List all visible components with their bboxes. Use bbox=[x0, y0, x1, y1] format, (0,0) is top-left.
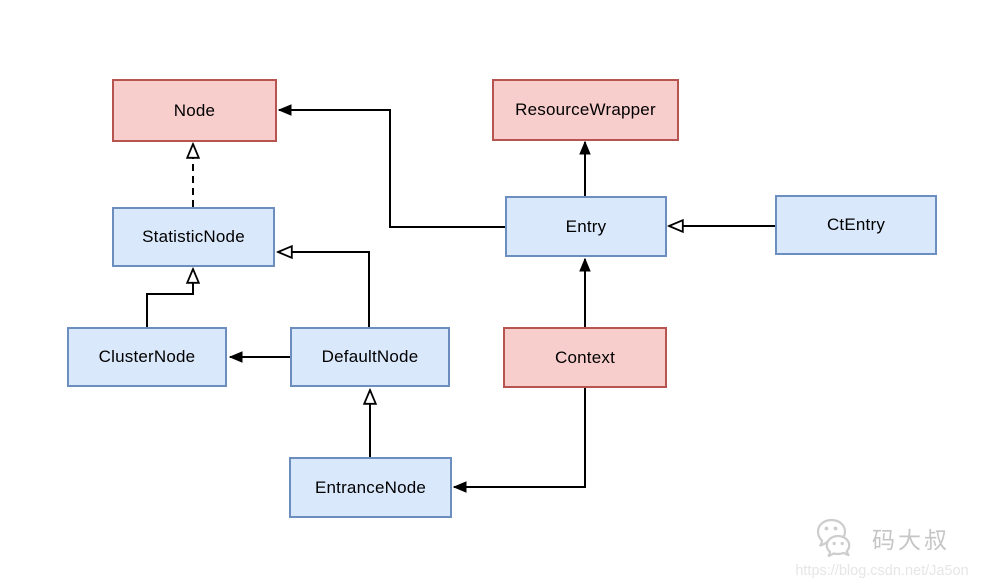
class-box-entry: Entry bbox=[505, 196, 667, 257]
class-label: Node bbox=[173, 100, 216, 120]
class-box-clusternode: ClusterNode bbox=[67, 327, 227, 387]
class-label: CtEntry bbox=[826, 215, 886, 234]
class-box-defaultnode: DefaultNode bbox=[290, 327, 450, 387]
class-label: Entry bbox=[565, 216, 607, 236]
class-label: DefaultNode bbox=[321, 347, 419, 366]
class-box-resourcewrapper: ResourceWrapper bbox=[492, 79, 679, 141]
class-box-context: Context bbox=[503, 327, 667, 388]
class-label: EntranceNode bbox=[314, 477, 427, 497]
edge-entry-node bbox=[279, 110, 505, 228]
class-label: ClusterNode bbox=[98, 347, 196, 366]
edge-context-entrancenode bbox=[454, 388, 586, 487]
class-box-entrancenode: EntranceNode bbox=[289, 457, 452, 518]
class-box-statisticnode: StatisticNode bbox=[112, 207, 275, 267]
edge-clusternode-statisticnode bbox=[146, 269, 193, 327]
wechat-icon bbox=[816, 518, 851, 557]
class-box-ctentry: CtEntry bbox=[775, 195, 937, 255]
watermark-url: https://blog.csdn.net/Ja5on bbox=[795, 563, 969, 579]
watermark-name: 码大叔 bbox=[872, 527, 950, 553]
class-box-node: Node bbox=[112, 79, 277, 142]
edge-defaultnode-statisticnode bbox=[278, 252, 370, 327]
class-label: ResourceWrapper bbox=[515, 100, 656, 119]
class-label: Context bbox=[555, 347, 615, 367]
class-label: StatisticNode bbox=[142, 227, 245, 246]
watermark: 码大叔 https://blog.csdn.net/Ja5on bbox=[782, 517, 982, 579]
